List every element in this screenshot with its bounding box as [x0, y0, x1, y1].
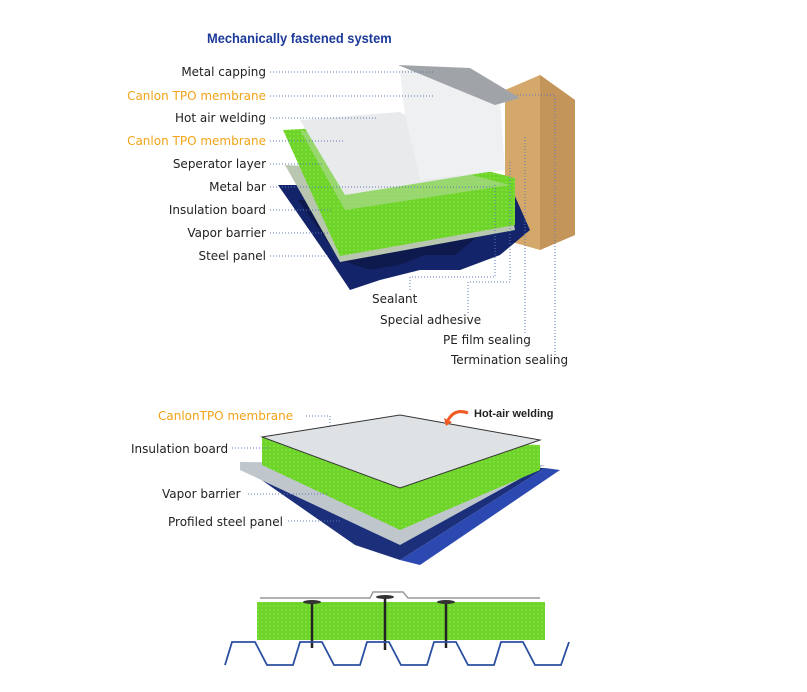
label-canlon-tpo-membrane: CanlonTPO membrane — [158, 409, 294, 423]
label-hot-air-welding: Hot air welding — [174, 111, 266, 125]
profiled-deck — [224, 641, 570, 666]
label-termination-sealing: Termination sealing — [451, 353, 569, 367]
label-steel-panel: Steel panel — [198, 249, 266, 263]
label-sealant: Sealant — [372, 292, 418, 306]
label-insulation-board-mid: Insulation board — [131, 442, 229, 456]
label-special-adhesive: Special adhesive — [380, 313, 482, 327]
label-vapor-barrier-mid: Vapor barrier — [162, 487, 241, 501]
label-insulation-board: Insulation board — [168, 203, 266, 217]
label-vapor-barrier: Vapor barrier — [187, 226, 266, 240]
middle-roof-assembly — [240, 410, 560, 565]
tpo-membrane-mid — [260, 414, 542, 489]
label-tpo-membrane-upstand: Canlon TPO membrane — [127, 89, 266, 103]
label-metal-bar: Metal bar — [209, 180, 266, 194]
insulation-section — [257, 602, 545, 640]
hot-air-arrow — [446, 410, 469, 421]
label-metal-capping: Metal capping — [181, 65, 266, 79]
top-roof-assembly — [278, 65, 575, 290]
middle-leader-lines — [232, 415, 340, 522]
hot-air-welding-callout: Hot-air welding — [474, 408, 554, 420]
top-leader-lines — [270, 71, 556, 355]
metal-capping — [398, 65, 520, 105]
diagram-title: Mechanically fastened system — [207, 30, 392, 46]
cross-section — [224, 591, 570, 666]
label-separator-layer: Seperator layer — [172, 157, 266, 171]
label-pe-film-sealing: PE film sealing — [443, 333, 531, 347]
label-tpo-membrane: Canlon TPO membrane — [127, 134, 266, 148]
membrane-line — [260, 591, 540, 599]
label-profiled-steel-panel: Profiled steel panel — [168, 515, 283, 529]
